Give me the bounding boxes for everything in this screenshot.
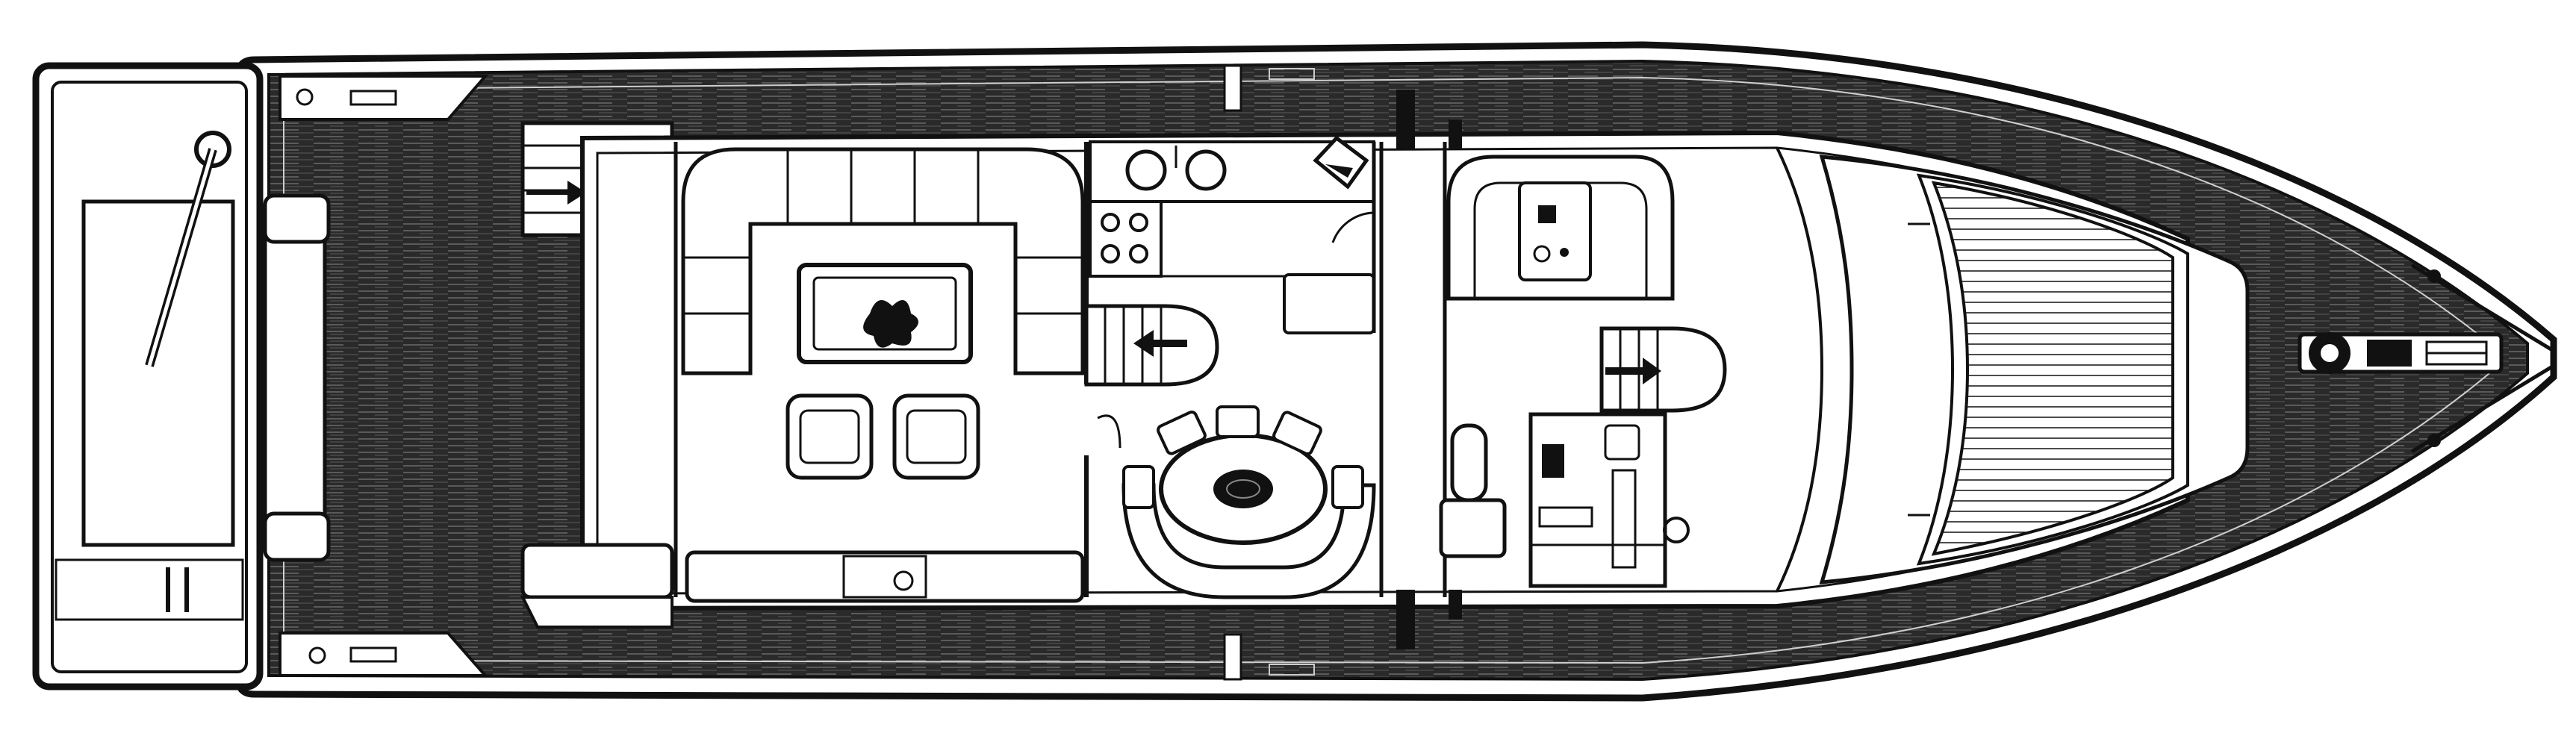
galley-sink-icon — [1125, 149, 1167, 191]
dining-chair — [1272, 411, 1322, 455]
vent-grill — [349, 90, 397, 106]
aft-swim-platform — [32, 62, 264, 690]
arrow-left-icon — [1133, 330, 1187, 357]
cooktop-burner-icon — [1129, 244, 1148, 264]
flower-arrangement-icon — [863, 300, 918, 348]
dining-area — [1097, 405, 1376, 599]
arrow-right-icon — [1605, 358, 1661, 384]
galley-door-swing — [1331, 211, 1375, 243]
armchair-right — [892, 393, 980, 480]
l-shaped-settee — [681, 147, 1085, 375]
galley — [1089, 135, 1376, 334]
davit-crane — [145, 131, 231, 367]
sideboard — [685, 550, 1085, 603]
companionway-stairs — [1084, 304, 1219, 387]
bow-deck-fittings — [2297, 263, 2556, 454]
transom-step-lower — [263, 511, 331, 562]
cleat-icon — [2427, 434, 2441, 447]
dining-chair — [1122, 465, 1155, 509]
cooktop-burner-icon — [1129, 213, 1148, 232]
dining-chair — [1157, 411, 1207, 455]
storage-box-port — [279, 75, 489, 121]
table-centerpiece-icon — [1213, 470, 1273, 508]
cabin-superstructure — [580, 130, 2190, 611]
vent-grill — [349, 646, 397, 663]
dining-chair — [1331, 465, 1364, 509]
cooktop-burner-icon — [1101, 213, 1120, 232]
transom-step-upper — [263, 193, 331, 244]
helm-instrument-panel — [1518, 181, 1592, 281]
dining-chair — [1216, 405, 1260, 438]
cleat-icon — [296, 88, 314, 106]
arrow-right-icon — [526, 181, 586, 205]
armchair-left — [785, 393, 874, 480]
aft-deck-cushion — [520, 543, 674, 599]
helm-seat-pedestal — [1450, 423, 1488, 502]
windshield-frame — [1776, 147, 1824, 592]
aft-deck-lower-step — [520, 596, 673, 629]
transom-bench — [263, 199, 327, 555]
armchair-right-seat — [906, 409, 967, 464]
helm-seat — [1439, 498, 1507, 558]
helm-console — [1528, 412, 1690, 588]
armchair-left-seat — [799, 409, 860, 464]
side-doors — [1223, 64, 1462, 681]
galley-appliance-icon — [1313, 135, 1369, 190]
bow-pulpit — [2410, 263, 2556, 454]
cleat-icon — [308, 646, 326, 664]
forward-settee — [1446, 155, 1675, 301]
coffee-table — [797, 263, 973, 364]
cooktop-burner-icon — [1101, 244, 1120, 264]
foredeck-sunpad — [1819, 155, 2250, 584]
steering-wheel-icon — [1663, 517, 1690, 543]
helm-stairs — [1599, 326, 1727, 413]
cleat-icon — [2427, 269, 2441, 283]
galley-sink-icon — [1185, 149, 1227, 191]
dining-banquette — [1121, 483, 1376, 599]
storage-box-starboard — [279, 632, 489, 677]
side-deck-cleats — [1269, 68, 1315, 676]
